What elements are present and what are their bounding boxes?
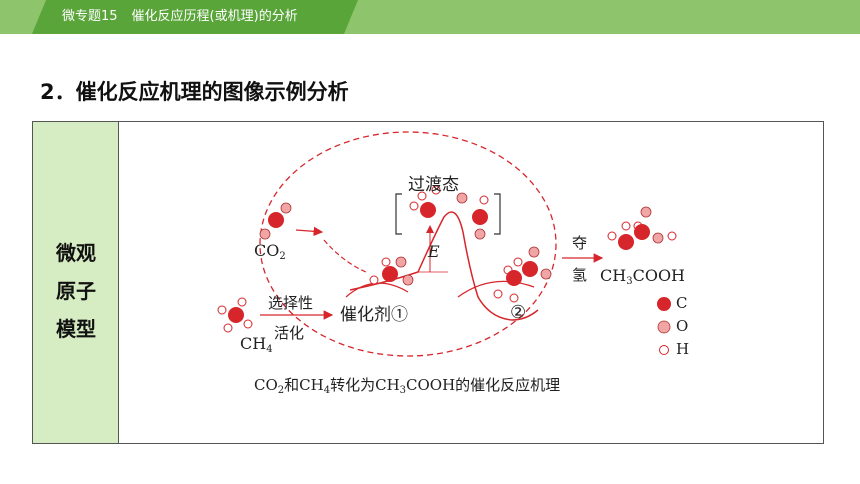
legend-oxygen-dot	[657, 320, 671, 334]
product-label: CH3COOH	[600, 266, 686, 287]
transition-state-label: 过渡态	[408, 175, 459, 195]
top-banner: 微专题15 催化反应历程(或机理)的分析	[0, 0, 860, 34]
ch4-molecule	[217, 297, 253, 333]
co2-molecule	[259, 202, 292, 240]
section-heading: 2．催化反应机理的图像示例分析	[40, 80, 349, 104]
topic-number: 微专题15	[62, 9, 118, 24]
dehydrogenate-label-1: 夺	[572, 234, 588, 252]
legend-oxygen-label: O	[676, 317, 689, 335]
mechanism-drawing	[217, 131, 677, 357]
side-label: 微观 原子 模型	[33, 234, 119, 348]
adsorbed-species-1	[369, 256, 414, 286]
legend-hydrogen-dot	[659, 345, 669, 355]
transition-state-molecule	[409, 185, 489, 240]
side-label-line-1: 微观	[56, 241, 96, 265]
catalytic-cycle-ellipse	[259, 131, 557, 357]
model-table: 微观 原子 模型	[32, 121, 824, 444]
dehydrogenate-label-2: 氢	[572, 266, 588, 284]
product-molecule	[607, 206, 677, 250]
legend-hydrogen-label: H	[676, 340, 690, 358]
banner-title: 微专题15 催化反应历程(或机理)的分析	[62, 0, 298, 34]
adsorbed-species-2	[493, 246, 552, 303]
banner-tab	[32, 0, 358, 34]
topic-title: 催化反应历程(或机理)的分析	[131, 9, 298, 24]
ch4-label: CH4	[240, 334, 273, 355]
legend-carbon-dot	[657, 297, 671, 311]
side-label-line-2: 原子	[56, 279, 96, 303]
step2-label: ②	[510, 302, 527, 323]
energy-profile-curve	[349, 211, 539, 321]
legend-carbon-label: C	[676, 294, 688, 312]
side-label-cell: 微观 原子 模型	[33, 122, 119, 443]
diagram-caption: CO2和CH4转化为CH3COOH的催化反应机理	[254, 376, 561, 396]
selective-label: 选择性	[268, 294, 314, 312]
co2-label: CO2	[254, 241, 286, 262]
activation-label: 活化	[274, 324, 305, 342]
side-label-line-3: 模型	[56, 317, 96, 341]
energy-label: E	[428, 242, 440, 261]
mechanism-diagram: CO2 CH4 选择性 活化 催化剂① 过渡态 E ② 夺 氢 CH3COOH …	[118, 122, 823, 443]
catalyst-label: 催化剂①	[340, 305, 408, 325]
